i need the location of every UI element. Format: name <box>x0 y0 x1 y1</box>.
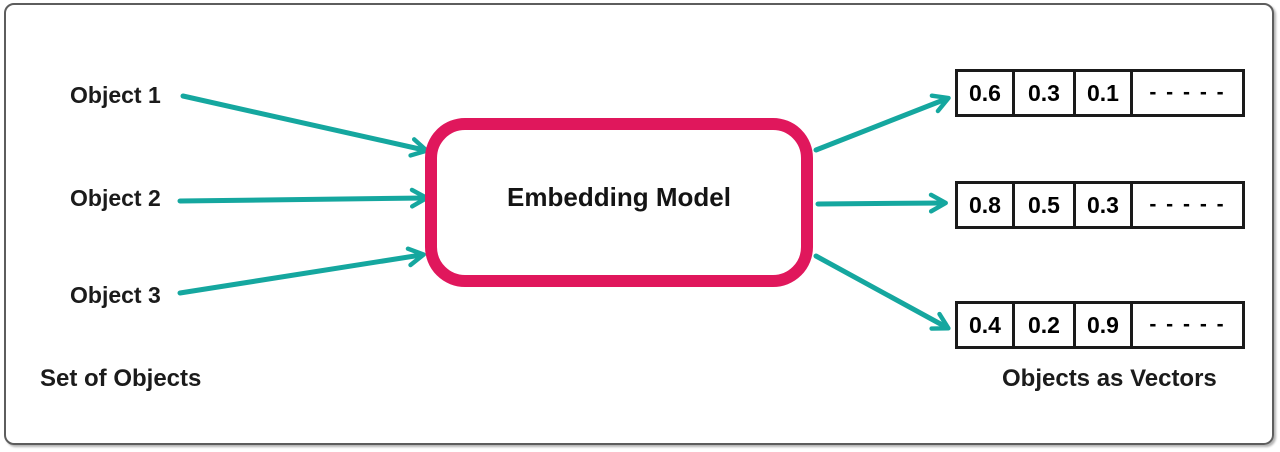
vector-2-cell-2: 0.5 <box>1015 184 1076 226</box>
arrow-object1-to-model <box>180 93 429 158</box>
object-2-label: Object 2 <box>70 185 161 211</box>
vector-2-cell-1: 0.8 <box>958 184 1015 226</box>
vector-3-cell-2: 0.2 <box>1015 304 1076 346</box>
vector-3-cell-3: 0.9 <box>1076 304 1133 346</box>
vector-2-cell-ellipsis: - - - - - <box>1149 193 1226 216</box>
set-of-objects-caption: Set of Objects <box>40 365 202 392</box>
arrow-object2-to-model <box>177 187 429 209</box>
embedding-model-label: Embedding Model <box>507 182 731 212</box>
objects-as-vectors-caption: Objects as Vectors <box>1002 365 1217 392</box>
arrow-model-to-vector2 <box>815 192 948 214</box>
vector-1-cell-3: 0.1 <box>1076 72 1133 114</box>
vector-1-cell-2: 0.3 <box>1015 72 1076 114</box>
vector-3-cell-ellipsis: - - - - - <box>1149 313 1226 336</box>
object-3-label: Object 3 <box>70 282 161 308</box>
vector-row-3: 0.4 0.2 0.9 - - - - - <box>955 301 1245 349</box>
arrow-model-to-vector3 <box>813 253 951 331</box>
vector-1-cell-1: 0.6 <box>958 72 1015 114</box>
arrow-object3-to-model <box>177 246 426 296</box>
vector-2-cell-3: 0.3 <box>1076 184 1133 226</box>
vector-1-cell-ellipsis: - - - - - <box>1149 81 1226 104</box>
arrow-model-to-vector1 <box>813 93 951 153</box>
vector-row-2: 0.8 0.5 0.3 - - - - - <box>955 181 1245 229</box>
vector-row-1: 0.6 0.3 0.1 - - - - - <box>955 69 1245 117</box>
object-1-label: Object 1 <box>70 82 161 108</box>
vector-3-cell-1: 0.4 <box>958 304 1015 346</box>
embedding-model-box: Embedding Model <box>425 118 813 287</box>
